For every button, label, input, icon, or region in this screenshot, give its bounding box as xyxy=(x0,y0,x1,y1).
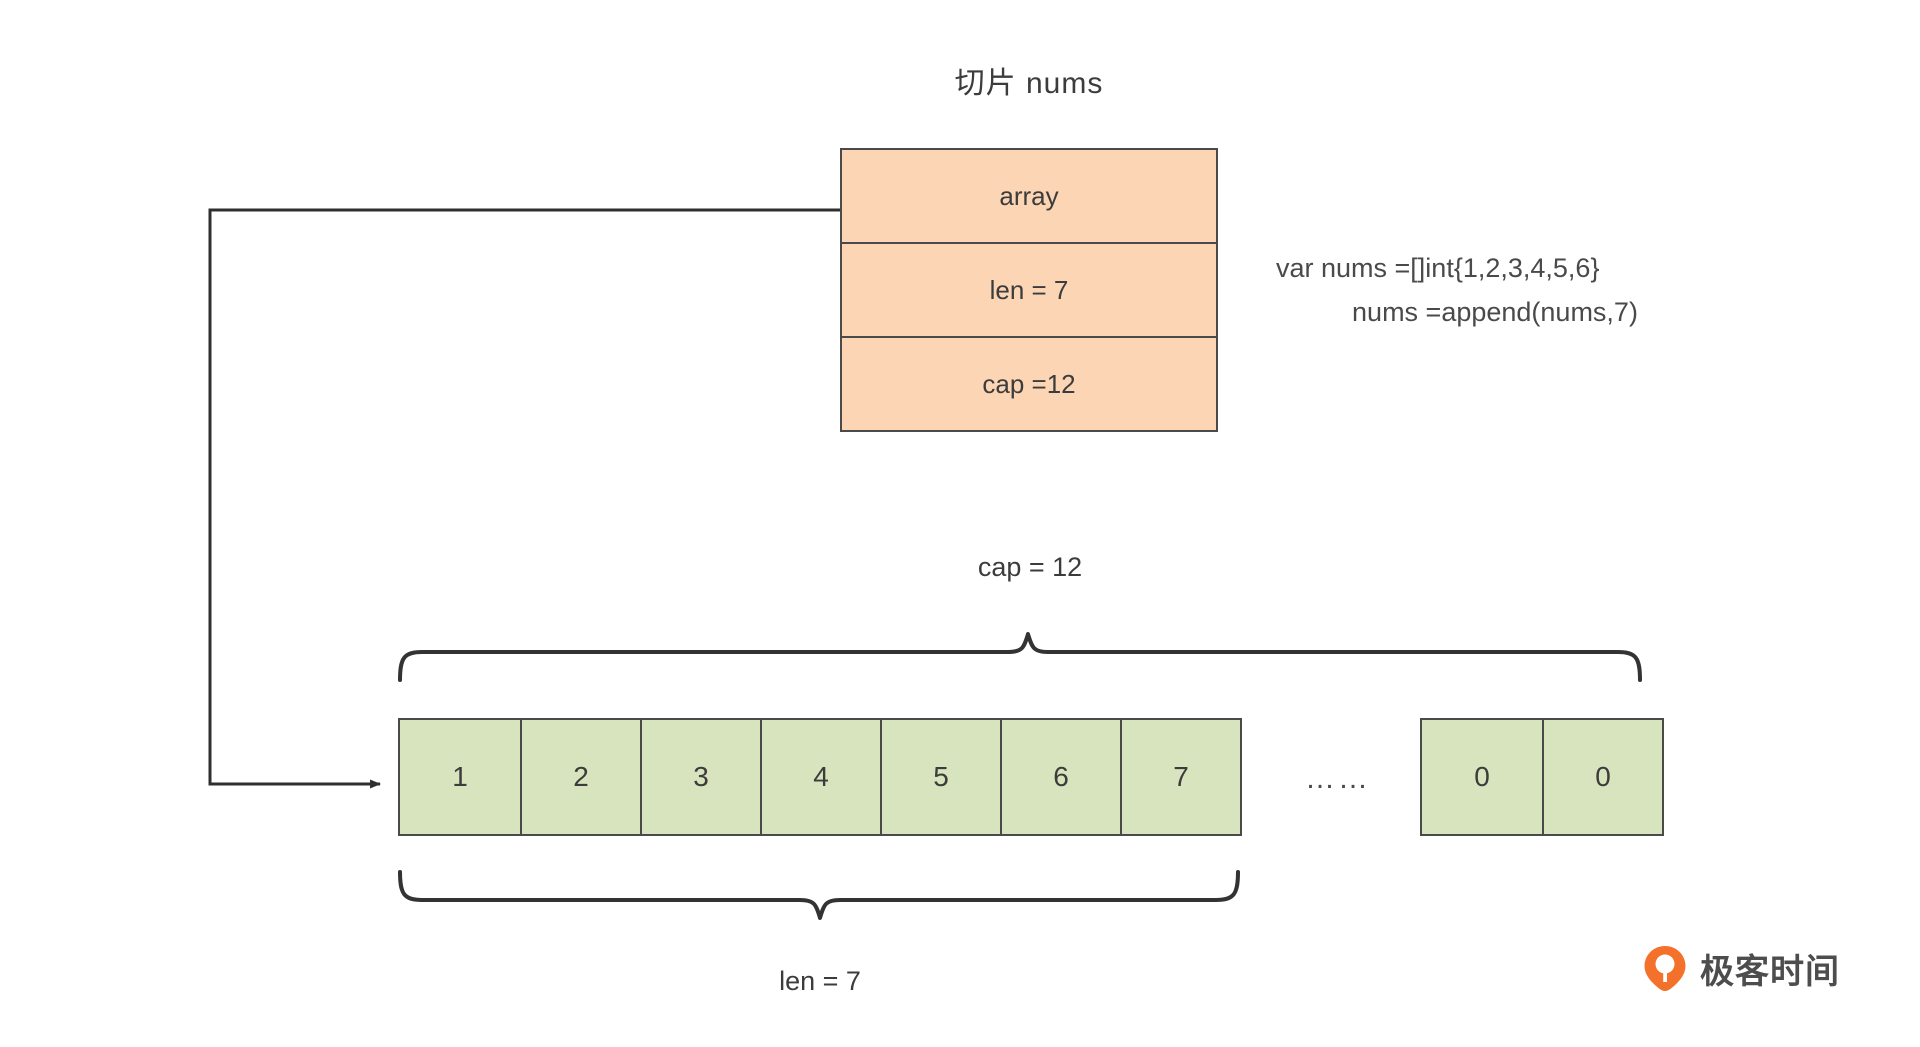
len-brace xyxy=(398,870,1240,920)
cap-brace xyxy=(398,632,1642,682)
geektime-logo-icon xyxy=(1644,946,1686,991)
array-cell: 0 xyxy=(1542,720,1662,834)
struct-row-len: len = 7 xyxy=(842,242,1216,336)
array-cell: 4 xyxy=(760,720,880,834)
array-pointer-connector xyxy=(208,208,840,789)
page-title: 切片 nums xyxy=(954,67,1104,100)
watermark-text: 极客时间 xyxy=(1700,952,1840,991)
array-cell: 6 xyxy=(1000,720,1120,834)
slice-header-struct: array len = 7 cap =12 xyxy=(840,148,1218,432)
backing-array-used-cells: 1 2 3 4 5 6 7 xyxy=(398,718,1242,836)
array-cell: 1 xyxy=(400,720,520,834)
array-cell: 3 xyxy=(640,720,760,834)
array-cell: 0 xyxy=(1422,720,1542,834)
array-cell: 7 xyxy=(1120,720,1240,834)
struct-row-cap: cap =12 xyxy=(842,336,1216,430)
code-line-append: nums =append(nums,7) xyxy=(1352,297,1638,327)
array-cell: 2 xyxy=(520,720,640,834)
backing-array-spare-cells: 0 0 xyxy=(1420,718,1664,836)
watermark: 极客时间 xyxy=(1640,940,1840,996)
struct-row-array: array xyxy=(842,150,1216,242)
array-cell: 5 xyxy=(880,720,1000,834)
len-brace-label: len = 7 xyxy=(779,966,861,996)
code-line-declaration: var nums =[]int{1,2,3,4,5,6} xyxy=(1276,253,1600,283)
cap-brace-label: cap = 12 xyxy=(977,552,1083,582)
code-annotation: var nums =[]int{1,2,3,4,5,6} nums =appen… xyxy=(1276,246,1736,334)
array-ellipsis: …… xyxy=(1305,762,1371,795)
